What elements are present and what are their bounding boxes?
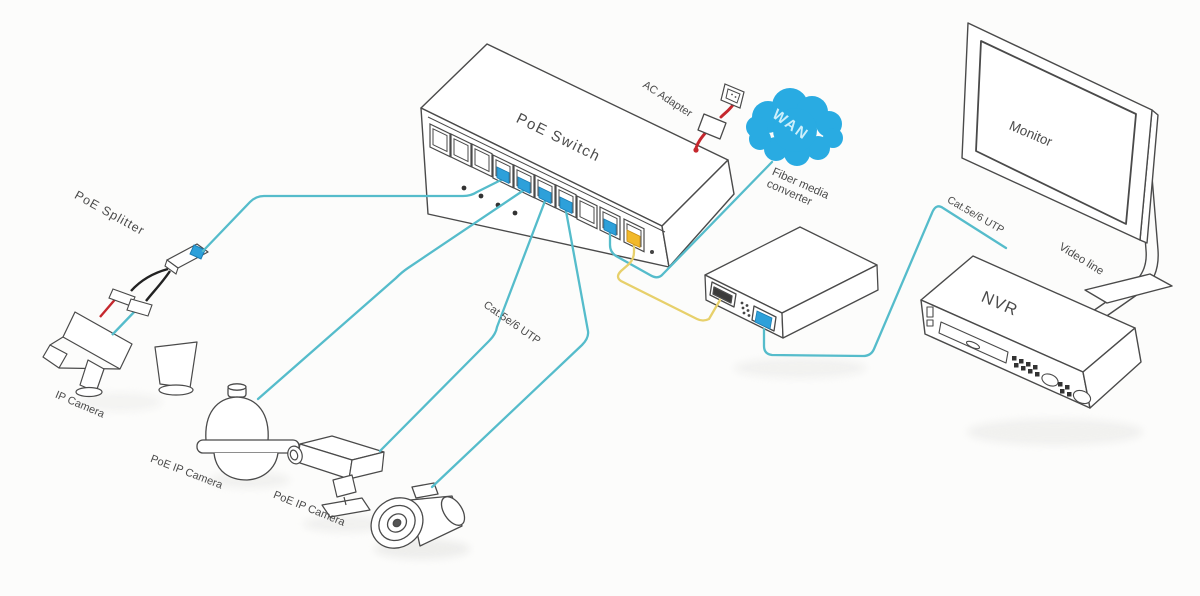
power-plug	[693, 147, 699, 153]
nvr-knob	[1041, 373, 1059, 387]
utp-cable-splitter-to-switch	[201, 177, 505, 253]
bullet-camera-device	[370, 482, 466, 549]
utp-cable-converter-to-nvr	[762, 205, 1008, 358]
poe-splitter-device	[99, 243, 209, 336]
converter-blue-plug	[754, 310, 773, 330]
fiber-cable-switch-to-converter	[616, 242, 722, 322]
shadows	[78, 358, 1143, 559]
box-camera-device	[287, 435, 385, 518]
splitter-rj45	[189, 244, 206, 260]
port-plugs	[496, 166, 773, 330]
ac-adapter-device	[693, 83, 745, 153]
monitor-screen	[975, 40, 1137, 225]
dome-camera-device	[196, 383, 300, 481]
wan-cloud	[746, 88, 843, 166]
cables	[201, 160, 1008, 489]
fiber-media-converter-device	[704, 226, 879, 339]
power-brick	[697, 113, 727, 140]
monitor-device	[961, 22, 1173, 321]
nvr-device	[920, 255, 1142, 409]
utp-cable-box-to-switch	[378, 199, 547, 453]
splitter-y-cable	[130, 267, 169, 292]
switch-right	[661, 159, 735, 268]
splitter-y-cable	[145, 270, 171, 302]
converter-leds	[740, 301, 751, 317]
monitor-foot	[1084, 273, 1173, 304]
splitter-data-lead	[111, 308, 138, 336]
switch-led	[650, 250, 654, 254]
nvr-knob	[1072, 389, 1092, 405]
utp-cable-dome-to-switch	[256, 188, 526, 401]
nvr-buttons	[1012, 356, 1040, 377]
utp-cable-switch-to-wan	[608, 160, 774, 279]
nvr-power-switch	[926, 306, 934, 318]
switch-ports	[429, 123, 654, 254]
rj45-coupler	[126, 298, 153, 317]
utp-cable-bullet-to-switch	[430, 209, 590, 489]
ip-camera-device	[42, 311, 198, 398]
